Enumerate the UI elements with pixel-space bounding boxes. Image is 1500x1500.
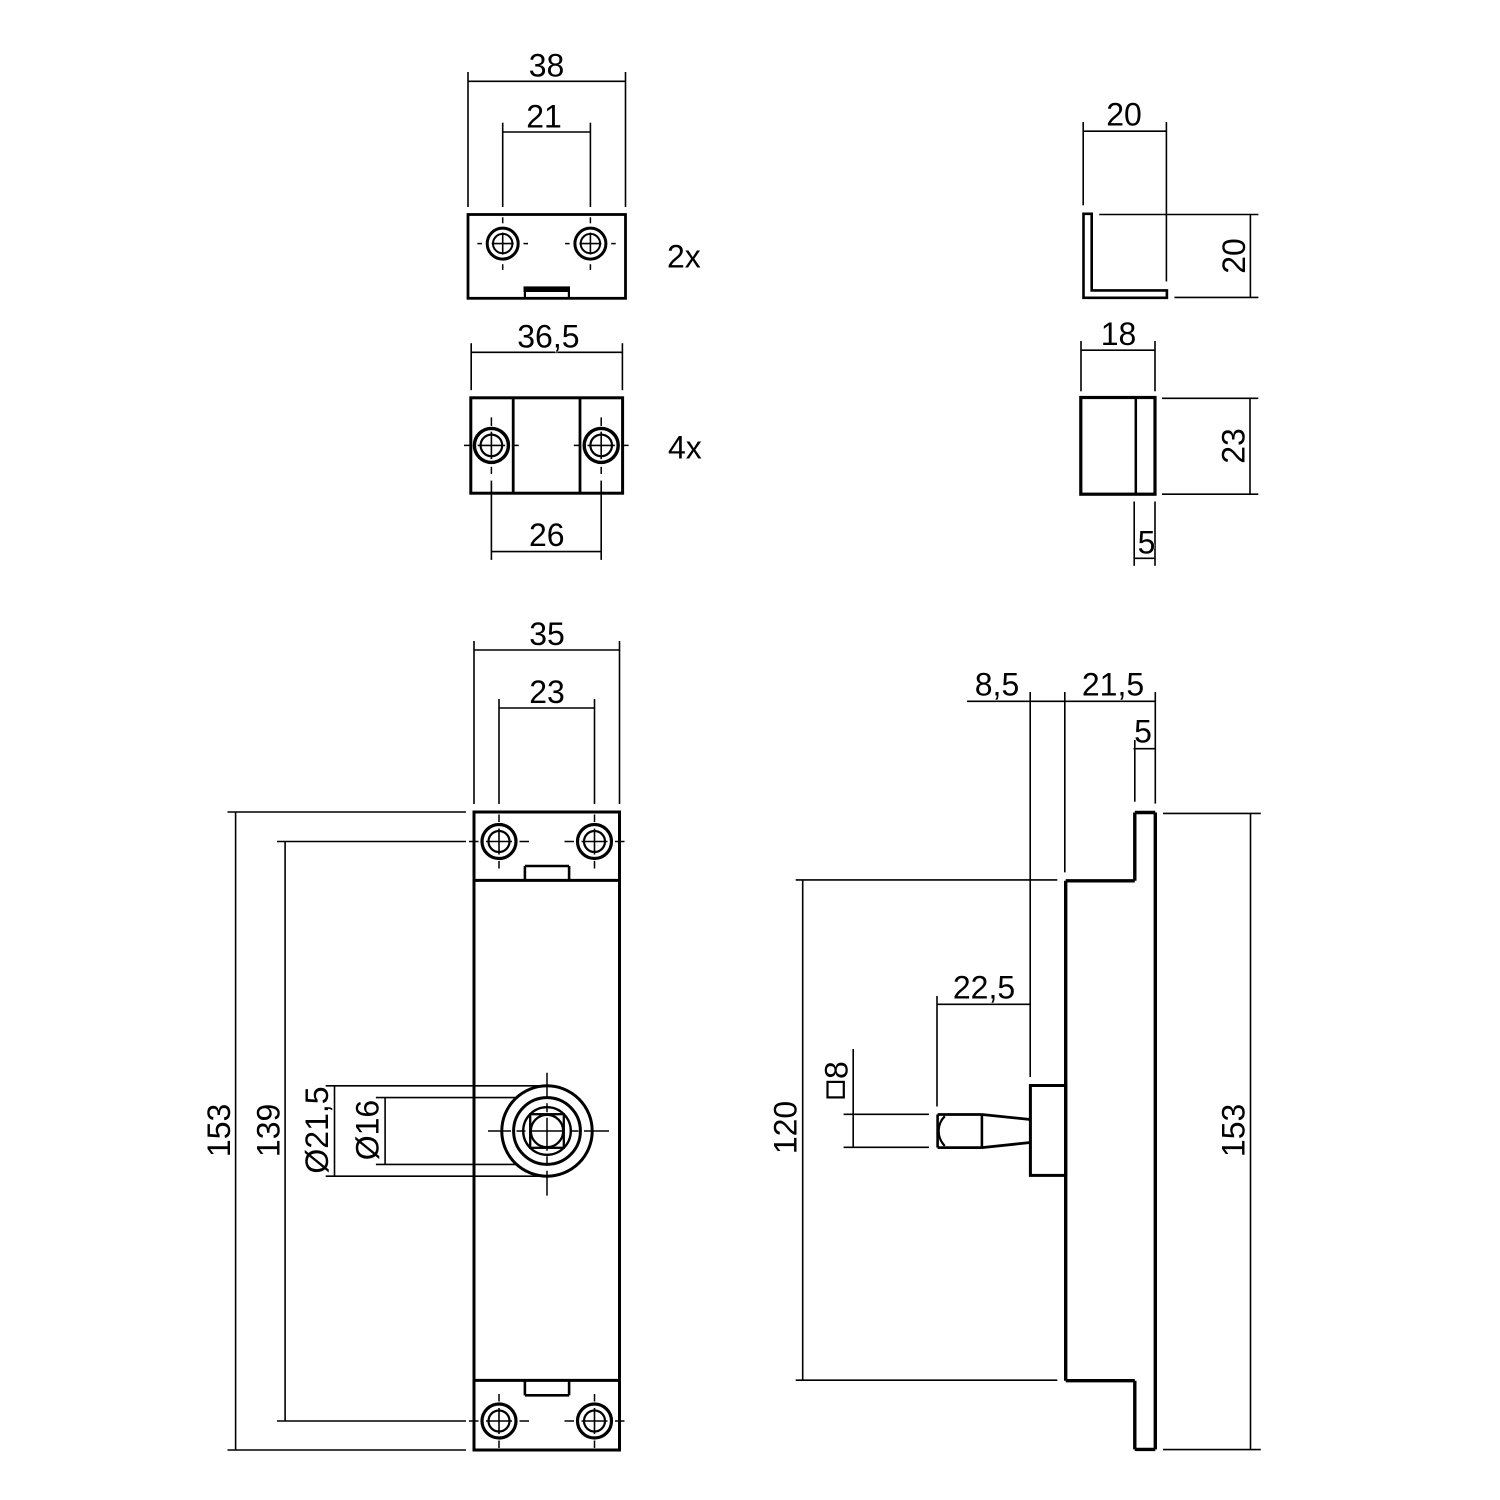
svg-text:5: 5 bbox=[1138, 525, 1156, 561]
svg-text:23: 23 bbox=[529, 674, 565, 710]
svg-text:Ø21,5: Ø21,5 bbox=[299, 1086, 335, 1173]
svg-text:20: 20 bbox=[1216, 238, 1252, 274]
svg-text:35: 35 bbox=[529, 616, 565, 652]
svg-text:Ø16: Ø16 bbox=[350, 1100, 386, 1160]
svg-text:2x: 2x bbox=[667, 238, 701, 274]
svg-text:8: 8 bbox=[819, 1061, 855, 1079]
svg-text:38: 38 bbox=[529, 47, 565, 83]
svg-text:8,5: 8,5 bbox=[975, 666, 1019, 702]
svg-text:4x: 4x bbox=[668, 430, 702, 466]
svg-text:23: 23 bbox=[1216, 428, 1252, 464]
svg-text:120: 120 bbox=[768, 1101, 804, 1154]
svg-text:26: 26 bbox=[529, 517, 565, 553]
svg-text:18: 18 bbox=[1101, 316, 1137, 352]
svg-text:36,5: 36,5 bbox=[517, 318, 579, 354]
svg-text:139: 139 bbox=[251, 1104, 287, 1157]
svg-text:153: 153 bbox=[1216, 1104, 1252, 1157]
svg-text:22,5: 22,5 bbox=[953, 969, 1015, 1005]
svg-text:21,5: 21,5 bbox=[1082, 666, 1144, 702]
svg-text:153: 153 bbox=[201, 1104, 237, 1157]
svg-text:21: 21 bbox=[526, 99, 562, 135]
svg-text:5: 5 bbox=[1134, 714, 1152, 750]
svg-text:20: 20 bbox=[1106, 97, 1142, 133]
